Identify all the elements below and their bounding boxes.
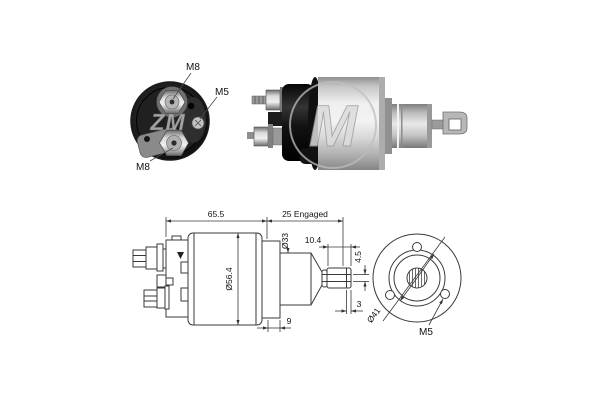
photo-cylinder xyxy=(318,77,392,170)
dim-rod-diameter: 4.5 xyxy=(353,251,369,291)
label-m5-rear: M5 xyxy=(215,87,229,98)
zm-watermark: ZM xyxy=(149,109,185,135)
rear-vent-hole xyxy=(187,102,195,110)
photo-small-cylinder xyxy=(392,104,432,148)
front-view-drawing: Ø41 M5 xyxy=(365,233,462,338)
dim-rod-length-text: 10.4 xyxy=(305,235,322,245)
product-photo: M xyxy=(247,77,468,170)
front-ring-inner xyxy=(393,254,441,302)
front-outer-circle xyxy=(372,233,462,323)
dim-engaged: 25 Engaged xyxy=(267,209,344,266)
dim-length-text: 65.5 xyxy=(208,209,225,219)
rear-screw-m5 xyxy=(191,116,205,130)
dim-body-diameter: Ø56.4 xyxy=(224,233,240,325)
label-m8-top: M8 xyxy=(186,62,200,73)
dim-groove-text: 3 xyxy=(357,299,362,309)
dim-engaged-text: 25 Engaged xyxy=(282,209,328,219)
dim-neck-diameter: Ø33 xyxy=(280,233,290,253)
m-watermark: M xyxy=(309,94,359,159)
rear-terminal-top xyxy=(156,86,188,118)
dim-rod-diameter-text: 4.5 xyxy=(353,251,363,263)
rear-leader-lines xyxy=(149,72,218,162)
label-m8-bottom: M8 xyxy=(136,162,150,173)
front-label-m5: M5 xyxy=(419,298,444,338)
dim-rod-length: 10.4 xyxy=(305,235,360,266)
dim-bolt-circle-text: Ø41 xyxy=(365,306,383,325)
photo-terminals xyxy=(247,87,286,148)
dim-flange: 9 xyxy=(257,316,292,332)
side-terminals xyxy=(132,243,174,310)
front-mount-holes xyxy=(385,242,450,300)
dim-groove: 3 xyxy=(335,290,363,314)
fork-hole xyxy=(448,118,462,131)
dim-bolt-circle: Ø41 xyxy=(365,236,446,325)
label-m5-front: M5 xyxy=(419,327,433,338)
dim-body-diameter-text: Ø56.4 xyxy=(224,267,234,290)
side-view-drawing: 65.5 25 Engaged Ø56.4 Ø33 10.4 xyxy=(132,209,369,332)
photo-plunger xyxy=(431,111,468,135)
dim-flange-text: 9 xyxy=(287,316,292,326)
back-view: ZM M8 M5 M8 xyxy=(130,62,229,173)
side-body-outline xyxy=(165,232,352,326)
dim-neck-diameter-text: Ø33 xyxy=(280,233,290,249)
photo-watermark: M xyxy=(289,81,377,169)
